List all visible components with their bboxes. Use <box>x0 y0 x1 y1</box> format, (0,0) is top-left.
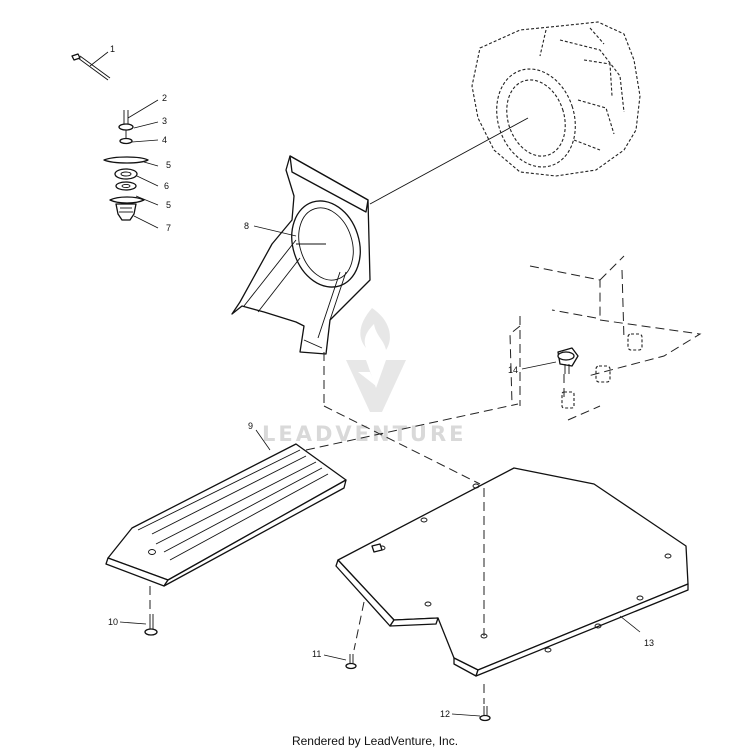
drain-fitting <box>557 347 579 374</box>
callout-13: 13 <box>644 638 654 648</box>
callout-4: 4 <box>162 135 167 145</box>
callout-3: 3 <box>162 116 167 126</box>
engine-outline <box>471 21 641 177</box>
watermark-logo <box>346 308 406 412</box>
callout-8: 8 <box>244 221 249 231</box>
callout-2: 2 <box>162 93 167 103</box>
screw-11 <box>345 654 357 670</box>
watermark-text: LEADVENTURE <box>262 422 466 446</box>
screw-12 <box>479 706 491 722</box>
callout-14: 14 <box>508 365 518 375</box>
callout-11: 11 <box>312 649 321 659</box>
callout-9: 9 <box>248 421 253 431</box>
callout-12: 12 <box>440 709 450 719</box>
assembly-lines <box>149 117 565 704</box>
callout-6: 6 <box>164 181 169 191</box>
step-pad <box>105 443 347 587</box>
shield-chute <box>231 155 371 355</box>
cable-tie <box>71 53 111 81</box>
leader-lines <box>89 51 641 717</box>
callout-10: 10 <box>108 617 118 627</box>
small-clip <box>371 543 383 553</box>
callout-7: 7 <box>166 223 171 233</box>
screw-10 <box>144 614 158 636</box>
floor-plate <box>335 467 689 677</box>
fastener-stack <box>103 110 149 221</box>
callout-labels: 1 2 3 4 5 6 5 7 8 9 10 11 12 13 14 <box>108 44 654 719</box>
footer-credit: Rendered by LeadVenture, Inc. <box>291 734 459 748</box>
callout-1: 1 <box>110 44 115 54</box>
hull-section <box>509 255 702 421</box>
callout-5b: 5 <box>166 200 171 210</box>
callout-5a: 5 <box>166 160 171 170</box>
